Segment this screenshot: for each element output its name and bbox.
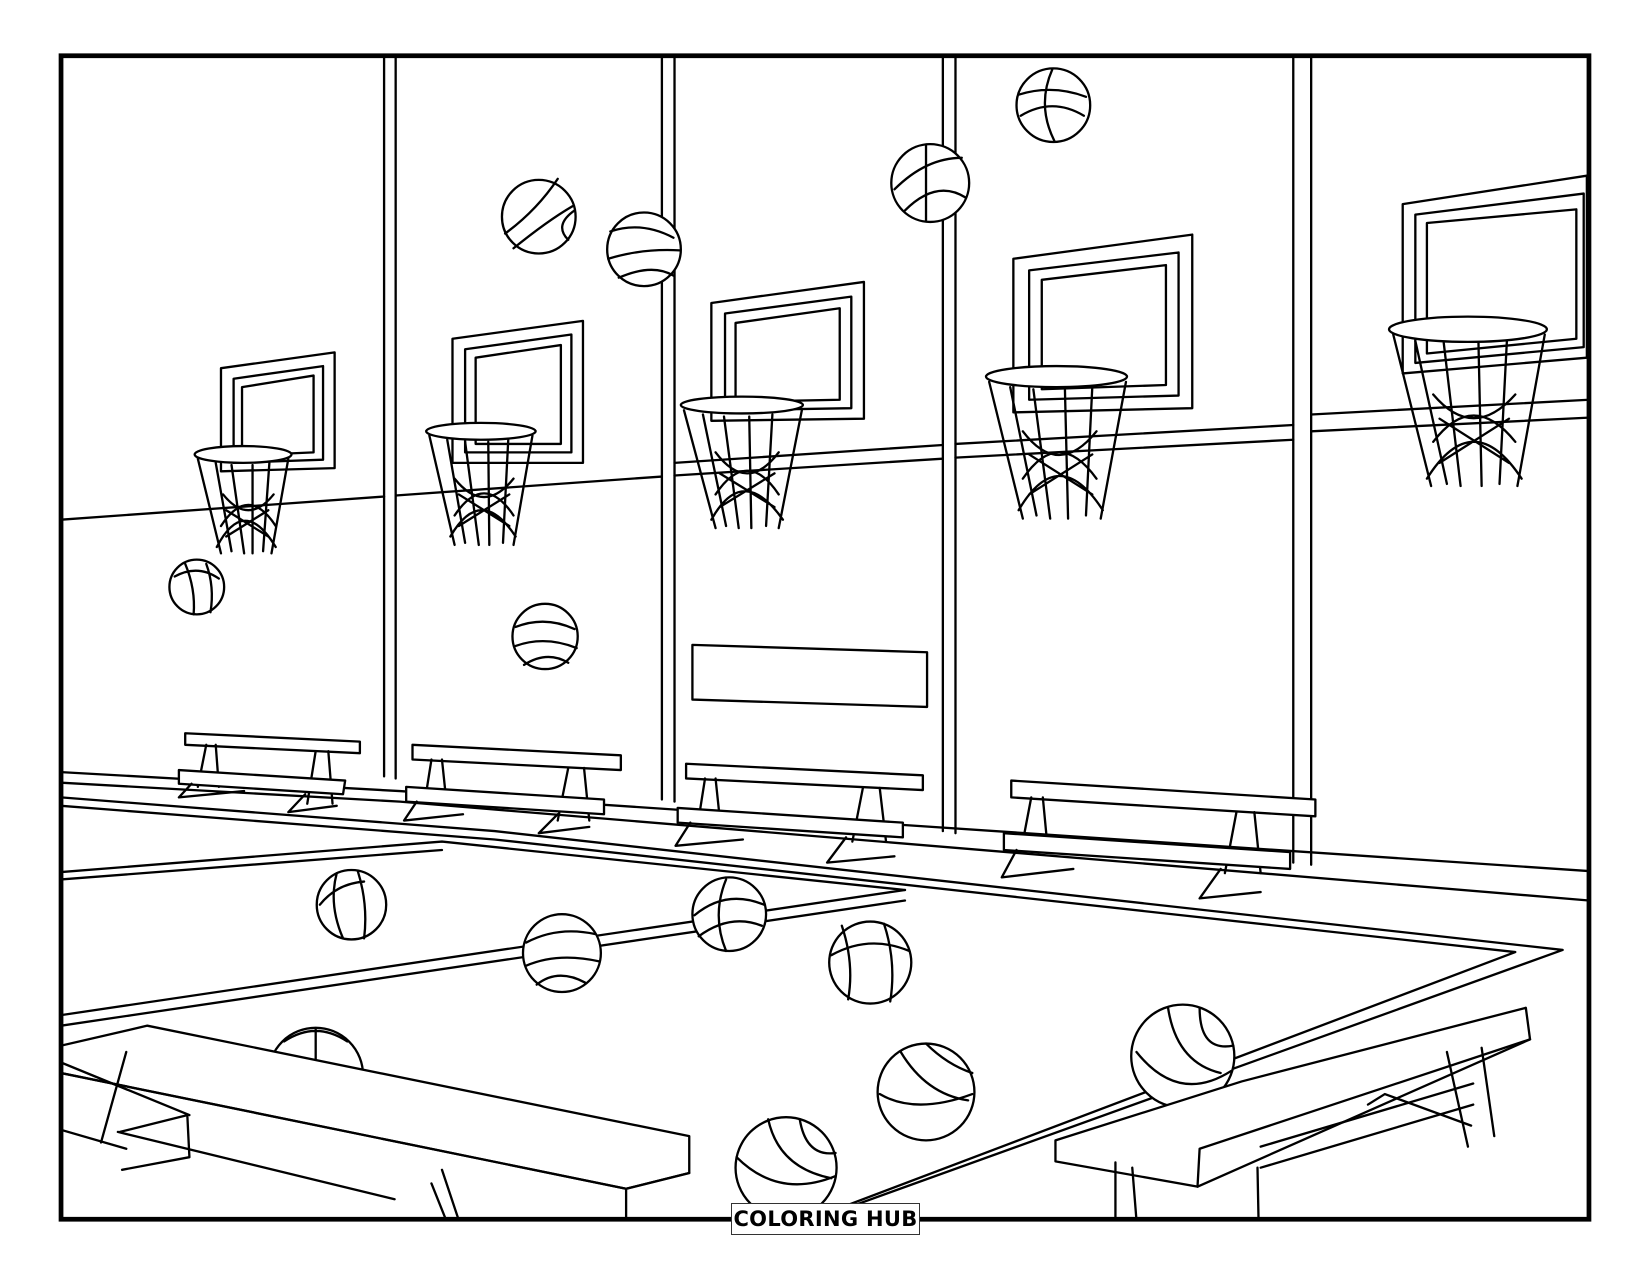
foreground-bench-right: [1054, 1006, 1532, 1220]
basketball-13: [876, 1042, 976, 1142]
wall-bench-4: [1000, 779, 1317, 900]
hoop-1: [193, 444, 293, 555]
wall-benches: [177, 732, 1317, 900]
basketball-7: [315, 868, 388, 941]
wall-bench-3: [674, 762, 925, 864]
basketball-2: [890, 142, 971, 224]
basketball-9: [521, 913, 603, 994]
foreground-bench-left: [61, 1024, 691, 1220]
basketball-1: [1015, 67, 1092, 144]
brand-label: COLORING HUB: [731, 1203, 920, 1235]
hoops: [193, 315, 1549, 555]
basketball-8: [691, 876, 768, 953]
hoop-5: [1387, 315, 1549, 488]
basketball-4: [606, 211, 682, 288]
basketball-3: [500, 177, 577, 255]
hoop-3: [679, 395, 805, 530]
basketballs: [168, 67, 1236, 1220]
backboards: [219, 174, 1589, 473]
basketball-5: [168, 558, 226, 616]
wall-sign: [691, 643, 929, 709]
basketball-6: [511, 602, 579, 671]
basketball-10: [828, 920, 913, 1005]
foreground-benches: [61, 1006, 1532, 1220]
wall-band: [61, 398, 1589, 521]
wall-bench-1: [177, 732, 362, 814]
hoop-2: [425, 421, 537, 547]
wall-pillars: [382, 55, 1313, 866]
hoop-4: [984, 364, 1129, 520]
wall-bench-2: [402, 743, 623, 835]
